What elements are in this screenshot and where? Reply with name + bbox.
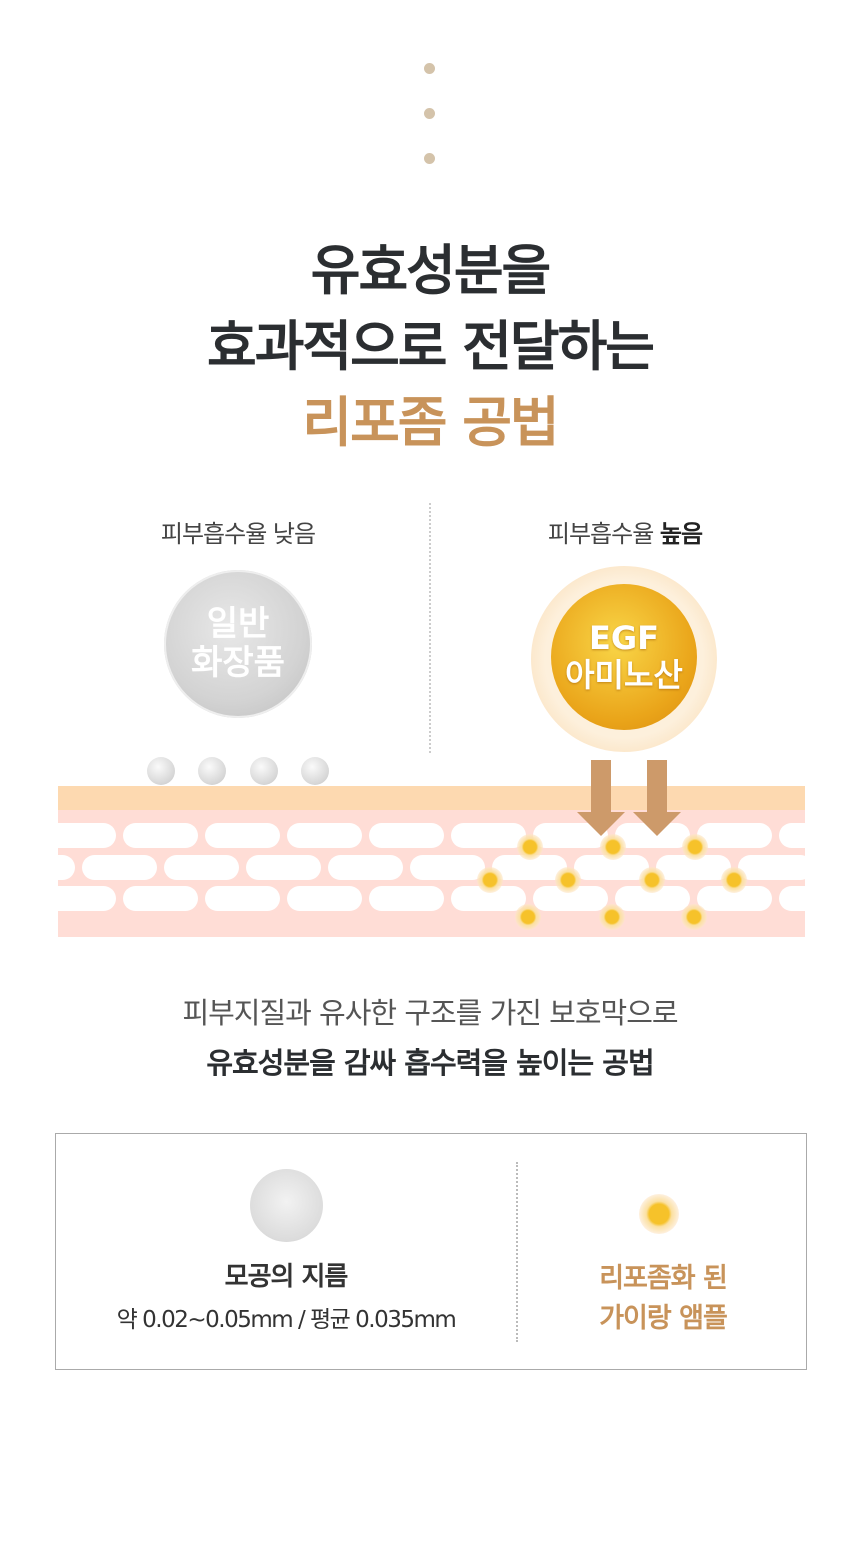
skin-cell [164, 855, 239, 880]
liposome-particle [477, 867, 503, 893]
title-line-3: 리포좀 공법 [302, 391, 559, 454]
skin-cell [205, 886, 280, 911]
skin-cell [369, 823, 444, 848]
skin-cell [779, 886, 805, 911]
liposome-particle [639, 867, 665, 893]
liposome-particle [721, 867, 747, 893]
skin-cell [738, 855, 805, 880]
sphere-text: EGF [589, 619, 659, 658]
skin-cell [328, 855, 403, 880]
pore-icon [250, 1169, 323, 1242]
cosmetic-particle [301, 757, 329, 785]
liposome-particle [555, 867, 581, 893]
skin-cell [369, 886, 444, 911]
cosmetic-particle [250, 757, 278, 785]
skin-cell [410, 855, 485, 880]
decorative-dot [424, 153, 435, 164]
skin-cell [58, 823, 116, 848]
liposome-particle [599, 904, 625, 930]
skin-cell [246, 855, 321, 880]
skin-surface [58, 786, 805, 810]
skin-cell [779, 823, 805, 848]
divider [429, 503, 431, 753]
description-line-2: 유효성분을 감싸 흡수력을 높이는 공법 [206, 1046, 654, 1080]
info-divider [516, 1162, 518, 1342]
skin-cell [451, 823, 526, 848]
high-absorption-label: 피부흡수율 높음 [547, 520, 703, 548]
cosmetic-particle [198, 757, 226, 785]
liposome-particle [517, 834, 543, 860]
skin-cell [205, 823, 280, 848]
skin-cell [697, 823, 772, 848]
info-box: 모공의 지름 약 0.02~0.05mm / 평균 0.035mm 리포좀화 된… [55, 1133, 807, 1370]
sphere-text: 화장품 [191, 643, 285, 683]
decorative-dot [424, 108, 435, 119]
down-arrows-icon [577, 760, 681, 836]
description-line-1: 피부지질과 유사한 구조를 가진 보호막으로 [182, 996, 678, 1030]
skin-cell [123, 886, 198, 911]
skin-cell [58, 855, 75, 880]
decorative-dot [424, 63, 435, 74]
liposome-icon [639, 1194, 679, 1234]
liposome-particle [515, 904, 541, 930]
title-line-1: 유효성분을 [310, 239, 551, 302]
skin-layer-diagram [58, 786, 805, 937]
sphere-text: 아미노산 [565, 656, 683, 694]
liposome-particle [682, 834, 708, 860]
cosmetic-particle [147, 757, 175, 785]
low-absorption-label: 피부흡수율 낮음 [160, 520, 316, 548]
liposome-particle [681, 904, 707, 930]
skin-cell [82, 855, 157, 880]
skin-cell [123, 823, 198, 848]
skin-cell [287, 886, 362, 911]
pore-title: 모공의 지름 [224, 1262, 349, 1292]
skin-cell [58, 886, 116, 911]
pore-size: 약 0.02~0.05mm / 평균 0.035mm [116, 1307, 457, 1333]
sphere-text: 일반 [206, 603, 270, 644]
title-line-2: 효과적으로 전달하는 [207, 315, 655, 378]
skin-cell [287, 823, 362, 848]
liposome-title-1: 리포좀화 된 [599, 1263, 728, 1294]
liposome-title-2: 가이랑 앰플 [599, 1303, 728, 1334]
liposome-particle [600, 834, 626, 860]
